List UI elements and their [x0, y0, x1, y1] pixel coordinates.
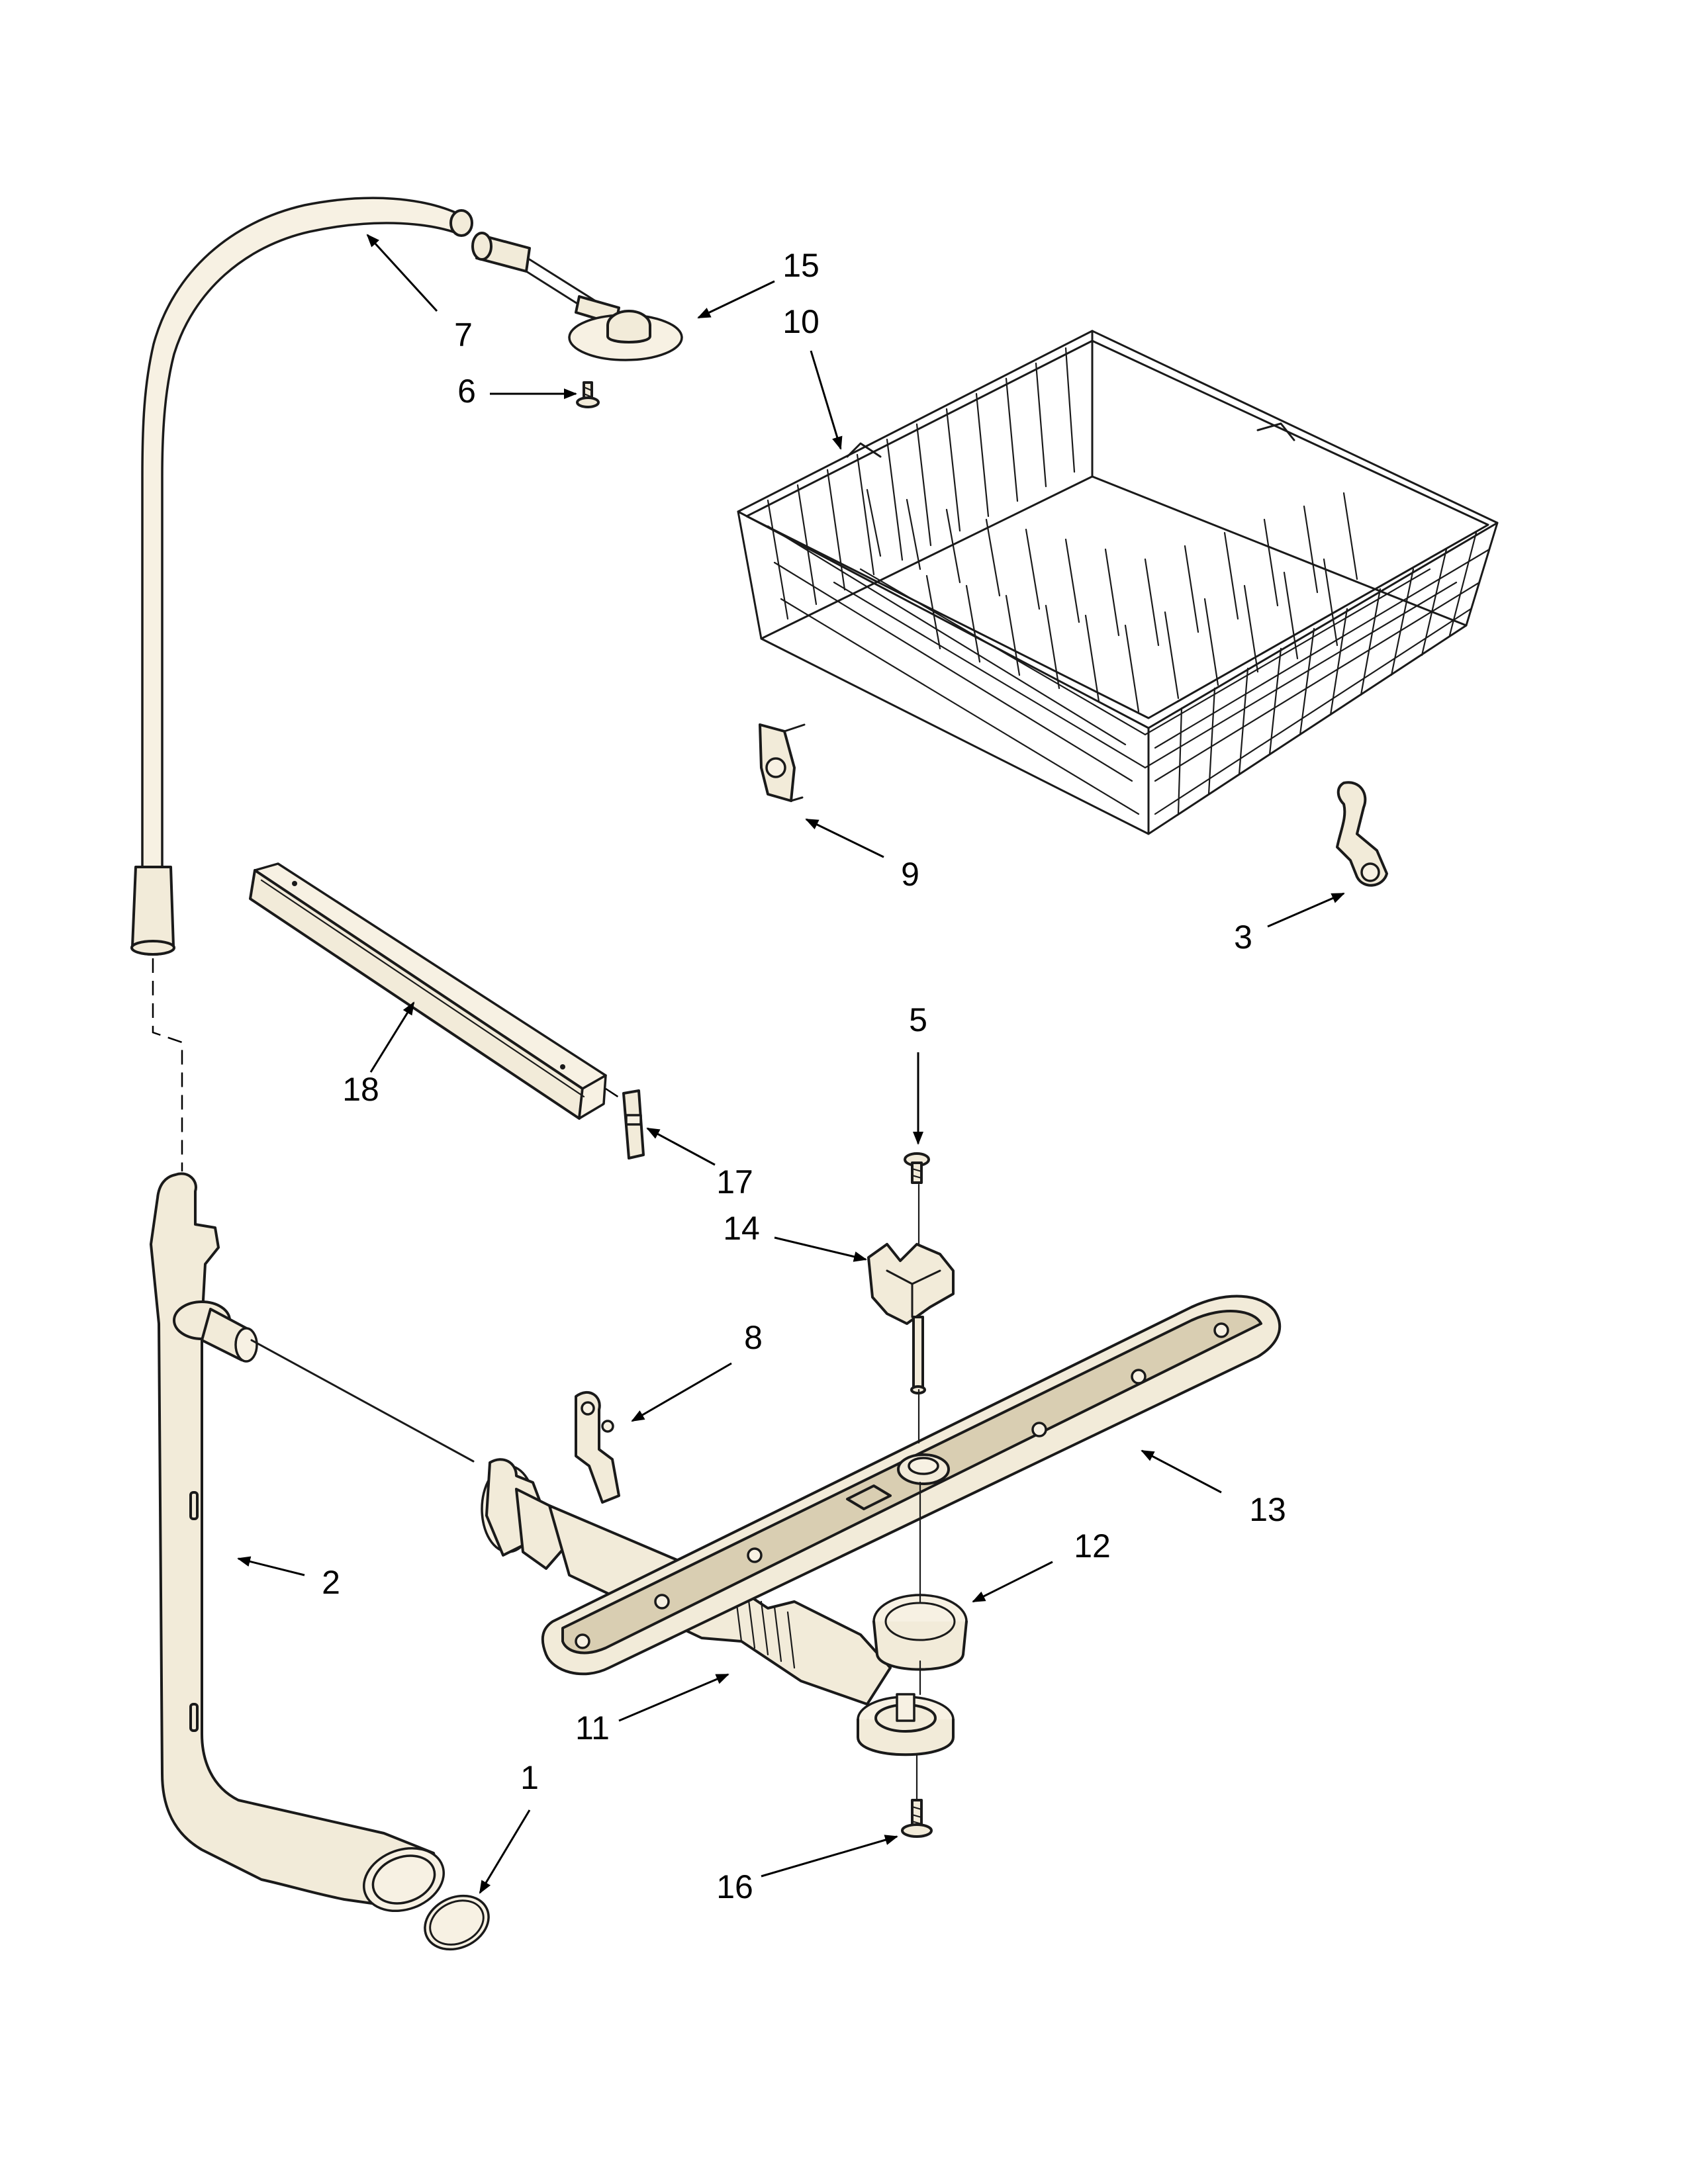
rack-rail-18: [249, 862, 607, 1120]
leader-lines: [237, 234, 1345, 1894]
spray-arm-support-14: [867, 1243, 955, 1394]
callout-2: 2: [322, 1564, 340, 1601]
leader-2: [237, 1556, 305, 1576]
leader-17: [646, 1127, 716, 1166]
screw-5: [904, 1152, 930, 1184]
upper-supply-tube: [130, 197, 473, 956]
callout-5: 5: [909, 1001, 927, 1038]
callout-16: 16: [716, 1868, 753, 1905]
callout-7: 7: [454, 316, 473, 353]
callout-15: 15: [782, 247, 820, 284]
callout-9: 9: [901, 856, 919, 893]
leader-10: [810, 350, 843, 450]
callout-11: 11: [575, 1709, 610, 1747]
leader-1: [479, 1809, 531, 1894]
callout-3: 3: [1234, 919, 1252, 956]
rack-clip-9: [759, 723, 806, 802]
upper-dish-rack: [737, 330, 1499, 835]
leader-13: [1141, 1449, 1222, 1494]
lower-spray-arm: [541, 1295, 1282, 1676]
leader-16: [761, 1835, 898, 1878]
o-ring-1: [424, 1894, 490, 1951]
leader-15: [697, 280, 775, 319]
leader-18: [369, 1001, 415, 1073]
callout-1: 1: [520, 1759, 539, 1796]
callout-14: 14: [723, 1210, 760, 1247]
lower-manifold-tube: [150, 1172, 475, 1913]
callout-12: 12: [1074, 1527, 1111, 1565]
rack-stop-clip-3: [1336, 781, 1388, 887]
rail-clip-17: [622, 1089, 645, 1160]
screw-6: [576, 381, 600, 408]
leader-8: [631, 1362, 732, 1422]
callout-labels: 1 2 3 5 6 7 8 9 10 11 12 13 14 15 16 17 …: [322, 247, 1286, 1905]
leader-7: [366, 234, 438, 312]
callout-13: 13: [1249, 1491, 1286, 1528]
callout-18: 18: [342, 1071, 379, 1108]
leader-11: [618, 1673, 729, 1722]
upper-spray-nozzle: [471, 232, 683, 361]
leader-12: [972, 1561, 1053, 1603]
leader-9: [805, 818, 884, 858]
callout-17: 17: [716, 1163, 753, 1201]
manifold-bracket-8: [575, 1391, 620, 1504]
callout-6: 6: [457, 373, 476, 410]
callout-10: 10: [782, 303, 820, 340]
screw-16: [901, 1799, 933, 1838]
bearing-ring-12: [872, 1594, 968, 1671]
callout-8: 8: [744, 1319, 763, 1356]
leader-3: [1267, 892, 1345, 928]
leader-14: [774, 1236, 867, 1262]
tube-connection-dash: [152, 958, 183, 1171]
